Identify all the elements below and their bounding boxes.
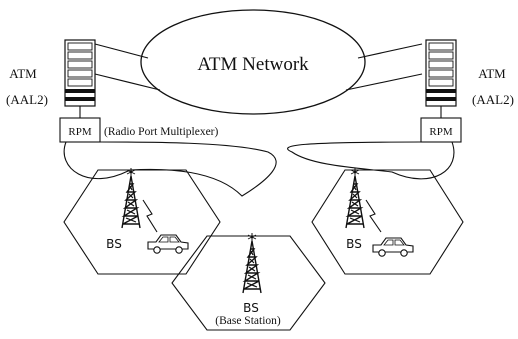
left-rpm-box xyxy=(59,117,101,143)
atm-network-label: ATM Network xyxy=(197,54,309,75)
left-atm-label: ATM xyxy=(9,66,37,81)
left-rpm-label: RPM xyxy=(68,126,91,138)
left-aal2-label: (AAL2) xyxy=(6,92,48,107)
center-bs-label: BS xyxy=(243,301,259,315)
left-bs-label: BS xyxy=(106,237,122,251)
right-mobile-car-icon xyxy=(372,237,414,257)
left-rpm-loop xyxy=(63,141,277,197)
right-rpm-label: RPM xyxy=(429,126,452,138)
base-station-caption: (Base Station) xyxy=(215,315,281,327)
right-radio-link-icon xyxy=(365,199,382,233)
center-base-station-tower-icon xyxy=(242,232,262,294)
left-cell-hexagon xyxy=(63,169,221,275)
center-cell-hexagon xyxy=(171,235,326,331)
left-switch-network-link xyxy=(94,43,149,59)
right-cell-hexagon xyxy=(311,169,464,275)
right-switch-network-link-2 xyxy=(345,73,423,91)
left-atm-switch xyxy=(64,39,96,107)
right-base-station-tower-icon xyxy=(345,167,365,229)
atm-network-cloud xyxy=(140,9,366,115)
right-aal2-label: (AAL2) xyxy=(472,92,514,107)
left-base-station-tower-icon xyxy=(121,167,141,229)
right-rpm-box xyxy=(420,117,462,143)
left-mobile-car-icon xyxy=(147,234,189,254)
right-bs-label: BS xyxy=(346,237,362,251)
right-atm-label: ATM xyxy=(478,66,506,81)
right-switch-network-link xyxy=(357,43,423,59)
left-switch-network-link-2 xyxy=(94,73,161,91)
right-rpm-loop xyxy=(287,141,455,180)
right-atm-switch xyxy=(425,39,457,107)
rpm-caption: (Radio Port Multiplexer) xyxy=(104,126,219,138)
left-radio-link-icon xyxy=(142,199,158,233)
